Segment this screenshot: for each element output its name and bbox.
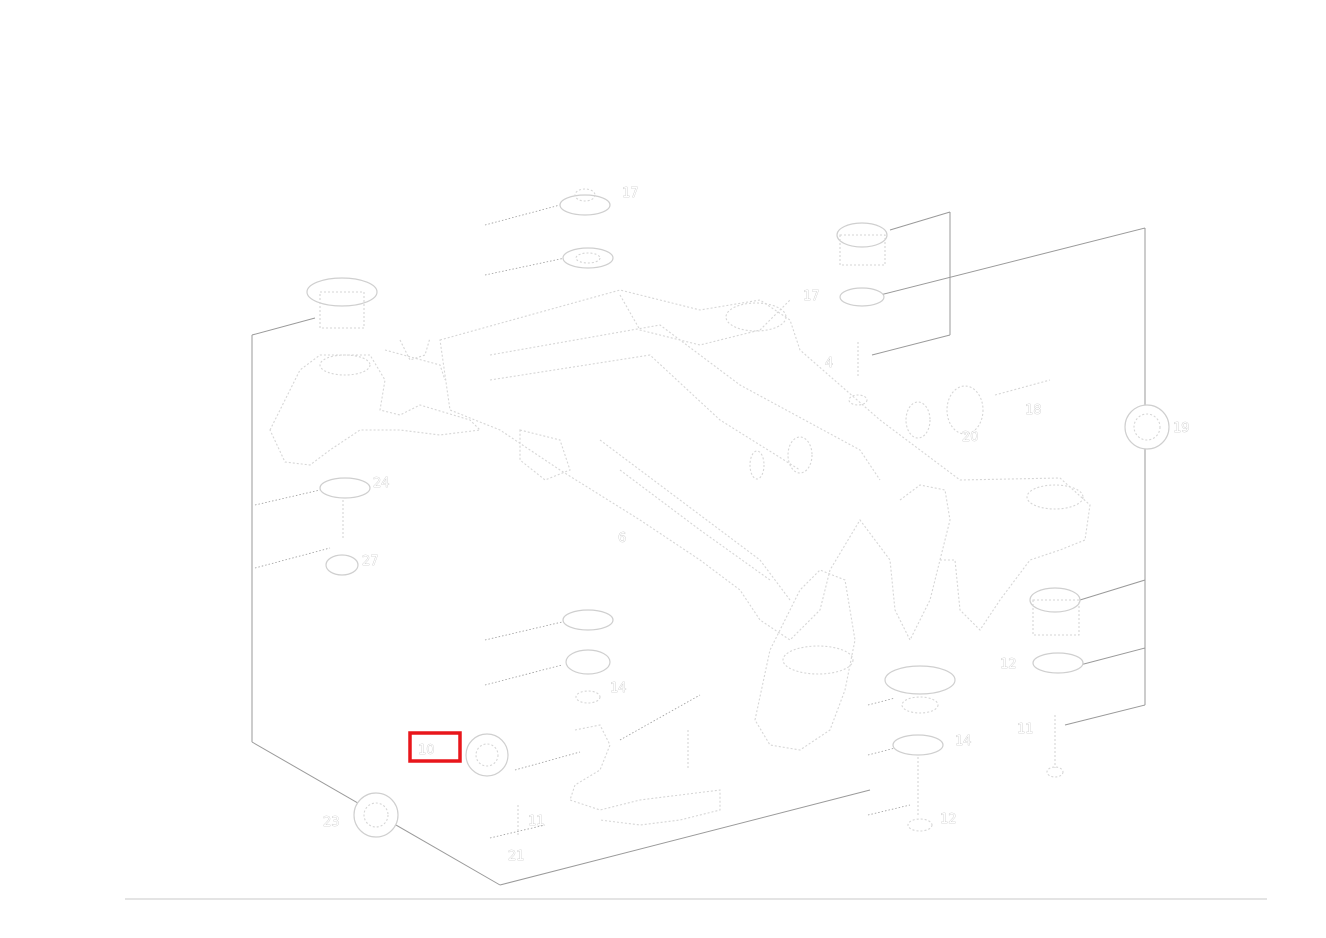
callout-labels: 17 4 24 14 27 10 11 12 23 19 14 18 20 21… [323,186,1190,865]
callout-12-b: 12 [1000,657,1017,672]
left-arm [269,337,482,466]
callout-4: 4 [825,356,833,371]
callout-20: 20 [962,430,979,445]
callout-11-b: 11 [1017,722,1034,737]
callout-14-b: 14 [955,734,972,749]
subframe-body [439,289,1091,642]
callout-18: 18 [1025,403,1042,418]
callout-10[interactable]: 10 [418,743,435,759]
callout-23: 23 [323,815,340,830]
callout-19: 19 [1173,421,1190,436]
frame-lines [251,211,1146,886]
callout-12: 12 [940,812,957,827]
callout-14: 14 [610,681,627,696]
callout-21: 21 [508,849,525,864]
callout-top-17: 17 [622,186,639,201]
callout-6: 6 [618,531,626,546]
leader-lines [254,204,911,839]
highlight-box [408,731,462,763]
callout-27: 27 [362,554,379,569]
callout-11: 11 [528,814,545,829]
callout-17: 17 [803,289,820,304]
callout-24: 24 [373,476,390,491]
right-arms [754,484,951,751]
hardware-parts [306,188,1170,838]
